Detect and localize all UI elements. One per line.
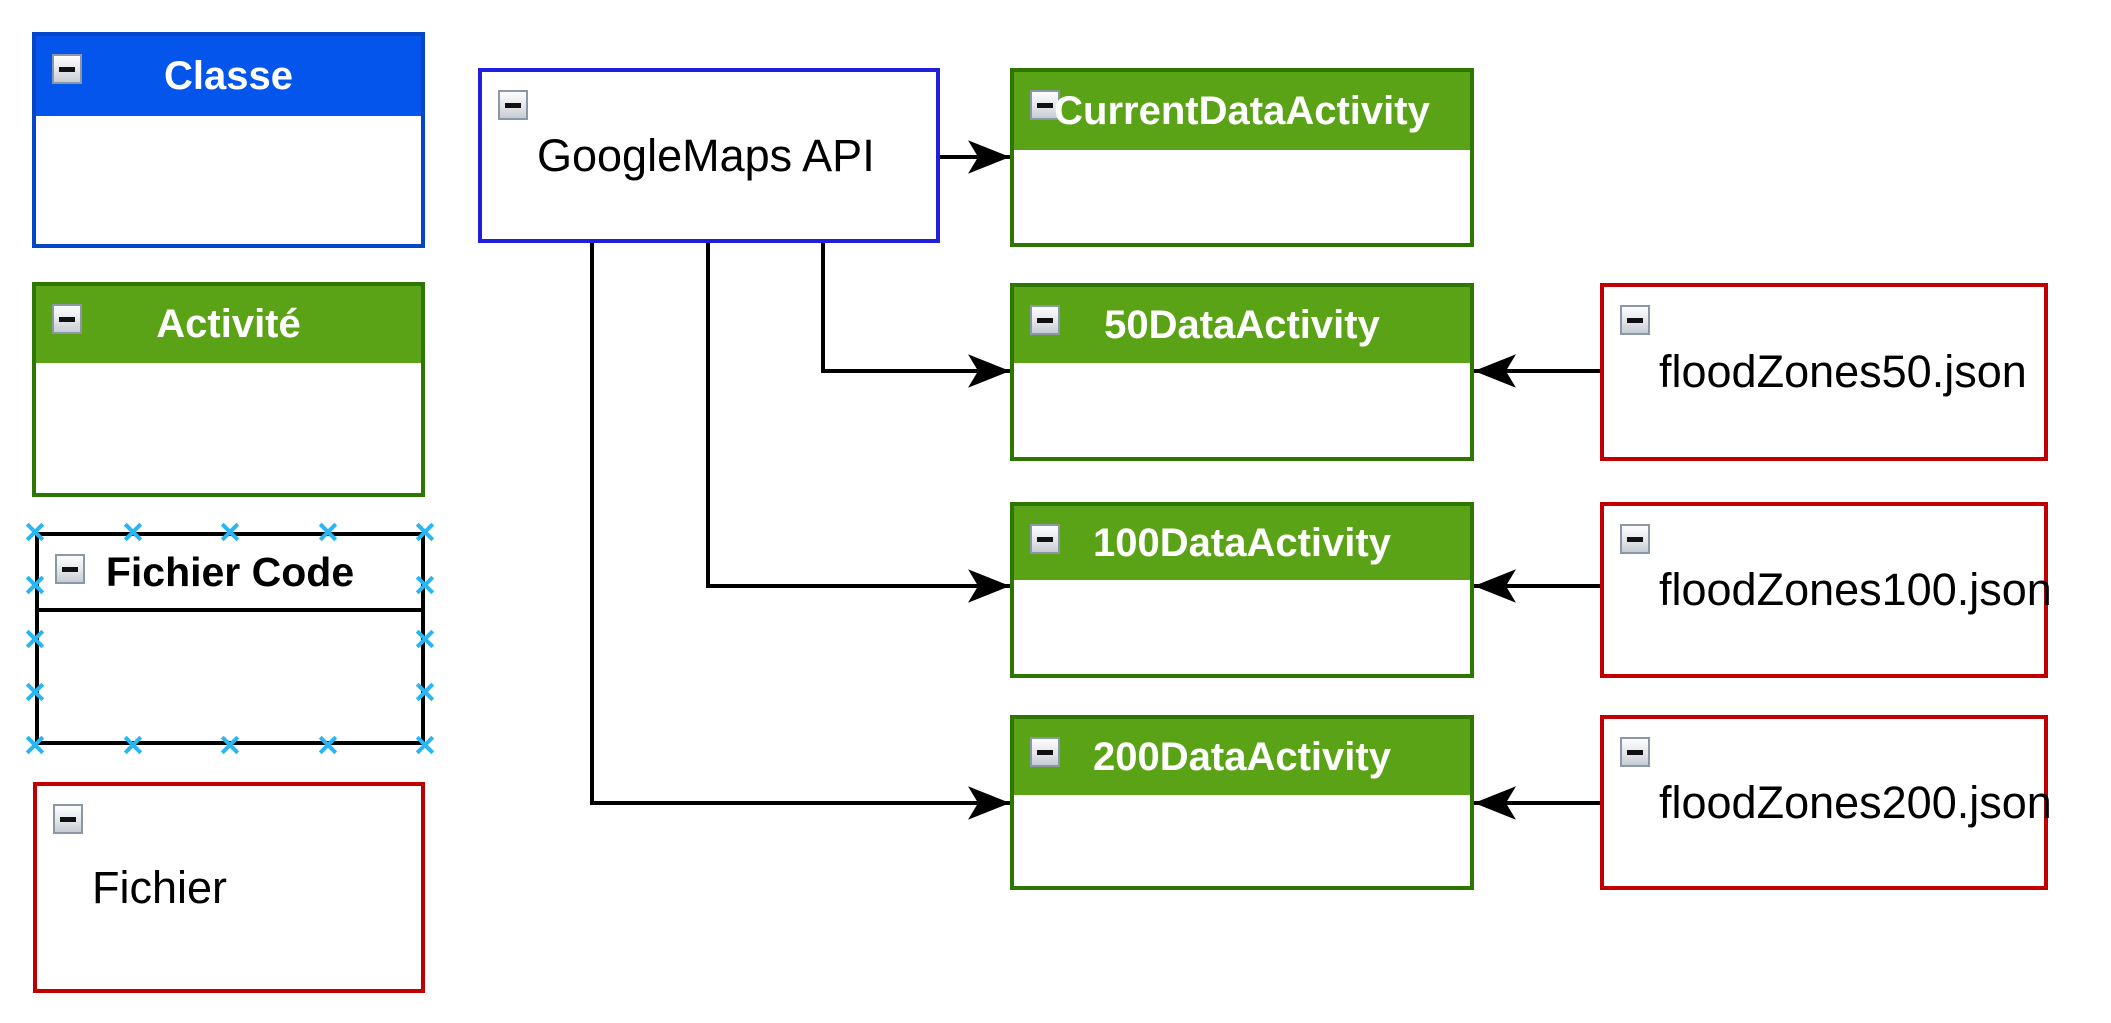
connection-point-icon[interactable] xyxy=(319,523,337,541)
minus-glyph xyxy=(1627,536,1643,542)
connection-point-icon[interactable] xyxy=(26,630,44,648)
d200-label: 200DataActivity xyxy=(1093,734,1391,779)
connection-point-icon[interactable] xyxy=(26,523,44,541)
fichier-label: Fichier xyxy=(92,861,228,913)
collapse-minus-icon[interactable] xyxy=(1620,737,1650,767)
node-googlemaps-api[interactable]: GoogleMaps API xyxy=(478,68,940,243)
connection-point-icon[interactable] xyxy=(221,523,239,541)
legend-box-fichier[interactable]: Fichier xyxy=(33,782,425,993)
connection-point-icon[interactable] xyxy=(416,630,434,648)
connection-point-icon[interactable] xyxy=(124,736,142,754)
connector-googlemaps-to-d100[interactable] xyxy=(706,243,1010,603)
fz50-label: floodZones50.json xyxy=(1659,346,2027,397)
collapse-minus-icon[interactable] xyxy=(52,304,82,334)
collapse-minus-icon[interactable] xyxy=(55,554,85,584)
minus-glyph xyxy=(1037,536,1053,542)
collapse-minus-icon[interactable] xyxy=(52,54,82,84)
minus-glyph xyxy=(59,66,75,72)
current-header: CurrentDataActivity xyxy=(1014,72,1470,150)
minus-glyph xyxy=(505,102,521,108)
d50-header: 50DataActivity xyxy=(1014,287,1470,363)
d200-header: 200DataActivity xyxy=(1014,719,1470,795)
connection-point-icon[interactable] xyxy=(124,523,142,541)
minus-glyph xyxy=(1037,749,1053,755)
connection-point-icon[interactable] xyxy=(26,736,44,754)
node-floodzones100-json[interactable]: floodZones100.json xyxy=(1600,502,2052,678)
classe-label: Classe xyxy=(164,53,293,98)
connector-googlemaps-to-d200[interactable] xyxy=(590,243,1010,820)
connection-point-icon[interactable] xyxy=(416,736,434,754)
legend-box-classe[interactable]: Classe xyxy=(32,32,425,248)
connector-googlemaps-to-d50[interactable] xyxy=(821,243,1010,388)
fz100-label: floodZones100.json xyxy=(1659,564,2052,615)
node-200-data-activity[interactable]: 200DataActivity xyxy=(1010,715,1474,890)
legend-box-fichier-code[interactable]: Fichier Code xyxy=(35,532,425,745)
collapse-minus-icon[interactable] xyxy=(1030,305,1060,335)
collapse-minus-icon[interactable] xyxy=(1030,524,1060,554)
minus-glyph xyxy=(1627,317,1643,323)
classe-header: Classe xyxy=(36,36,421,116)
minus-glyph xyxy=(1037,317,1053,323)
connection-point-icon[interactable] xyxy=(26,683,44,701)
connection-point-icon[interactable] xyxy=(319,736,337,754)
minus-glyph xyxy=(60,816,76,822)
node-50-data-activity[interactable]: 50DataActivity xyxy=(1010,283,1474,461)
connection-point-icon[interactable] xyxy=(221,736,239,754)
collapse-minus-icon[interactable] xyxy=(53,804,83,834)
d100-label: 100DataActivity xyxy=(1093,520,1391,565)
googlemaps-label: GoogleMaps API xyxy=(537,129,875,181)
activite-header: Activité xyxy=(36,286,421,363)
connection-point-icon[interactable] xyxy=(26,576,44,594)
node-current-data-activity[interactable]: CurrentDataActivity xyxy=(1010,68,1474,247)
fichier-code-label: Fichier Code xyxy=(105,548,355,595)
minus-glyph xyxy=(1037,102,1053,108)
collapse-minus-icon[interactable] xyxy=(1030,737,1060,767)
node-floodzones200-json[interactable]: floodZones200.json xyxy=(1600,715,2052,890)
node-100-data-activity[interactable]: 100DataActivity xyxy=(1010,502,1474,678)
fichier-code-header: Fichier Code xyxy=(39,536,421,612)
connection-point-icon[interactable] xyxy=(416,576,434,594)
minus-glyph xyxy=(1627,749,1643,755)
minus-glyph xyxy=(59,316,75,322)
fz200-label: floodZones200.json xyxy=(1659,776,2052,828)
legend-box-activite[interactable]: Activité xyxy=(32,282,425,497)
d100-header: 100DataActivity xyxy=(1014,506,1470,580)
minus-glyph xyxy=(62,566,78,572)
current-label: CurrentDataActivity xyxy=(1054,88,1430,133)
node-floodzones50-json[interactable]: floodZones50.json xyxy=(1600,283,2048,461)
d50-label: 50DataActivity xyxy=(1104,302,1380,347)
connection-point-icon[interactable] xyxy=(416,523,434,541)
collapse-minus-icon[interactable] xyxy=(1620,524,1650,554)
collapse-minus-icon[interactable] xyxy=(1030,90,1060,120)
collapse-minus-icon[interactable] xyxy=(498,90,528,120)
connection-point-icon[interactable] xyxy=(416,683,434,701)
collapse-minus-icon[interactable] xyxy=(1620,305,1650,335)
activite-label: Activité xyxy=(156,302,301,346)
